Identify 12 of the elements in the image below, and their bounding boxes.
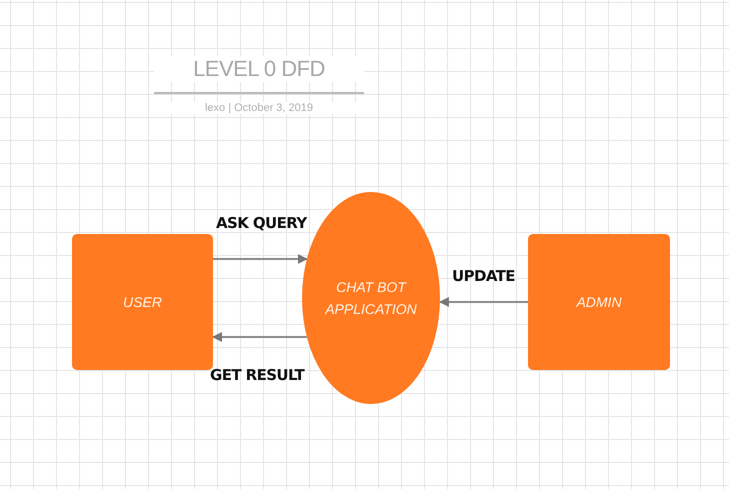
edge-label: ASK QUERY — [216, 214, 307, 232]
arrow — [212, 332, 307, 342]
node-label: USER — [123, 292, 162, 312]
entity-box — [72, 234, 213, 370]
edge-label: UPDATE — [452, 267, 515, 285]
node-label: CHAT BOT APPLICATION — [324, 278, 418, 319]
edge-label: GET RESULT — [210, 366, 304, 384]
node-label: ADMIN — [576, 292, 622, 312]
arrow — [213, 254, 308, 264]
diagram-title: LEVEL 0 DFD — [154, 56, 364, 82]
entity-box — [528, 234, 670, 370]
arrow — [438, 297, 528, 307]
